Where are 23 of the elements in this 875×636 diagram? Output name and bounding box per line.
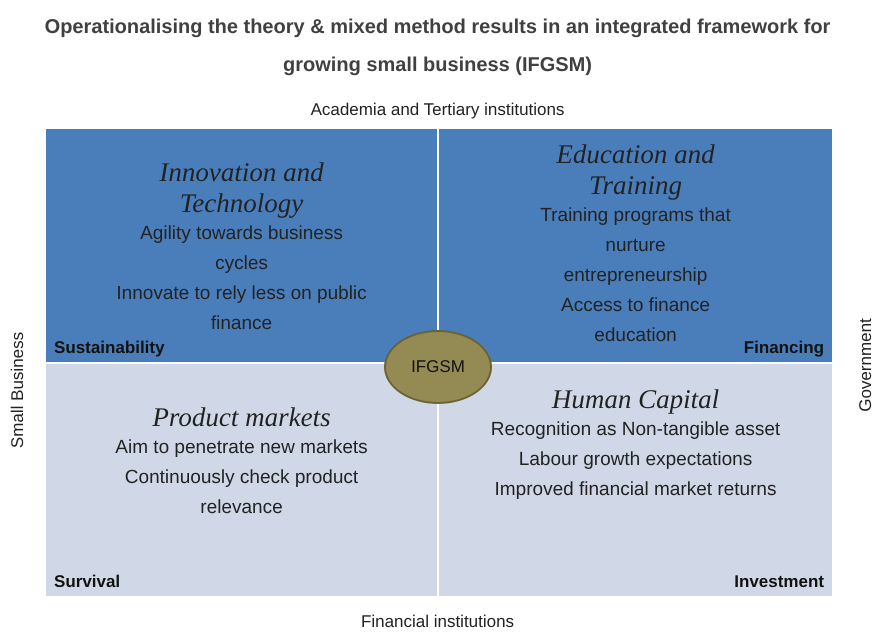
corner-label: Investment [734,572,824,592]
side-label: Small Business [8,332,27,448]
quadrant-text: Training programs that nurture entrepreneurship [539,204,732,288]
quadrant-text: Labour growth expectations [518,448,754,472]
quadrant-heading: Innovation and Technology [158,157,325,219]
quadrant-text: Access to finance education [560,294,711,348]
ellipse-label: IFGSM [411,357,465,377]
diagram-title: Operationalising the theory & mixed method results in an integrated framework for growing small business (IFGSM) [44,15,832,78]
corner-label: Financing [744,338,824,358]
side-label: Financial institutions [360,612,514,631]
quadrant-text: Agility towards business cycles [139,222,344,276]
quadrant-text: Innovate to rely less on public finance [115,282,368,336]
side-label: Academia and Tertiary institutions [310,100,564,119]
side-label: Government [856,318,875,412]
quadrant-heading: Product markets [151,402,332,433]
corner-label: Survival [54,572,120,592]
quadrant-text: Recognition as Non-tangible asset [490,418,782,442]
quadrant-heading: Education and Training [555,139,716,201]
quadrant-text: Aim to penetrate new markets [114,436,369,460]
quadrant-text: Continuously check product relevance [124,466,360,520]
corner-label: Sustainability [54,338,165,358]
quadrant-text: Improved financial market returns [494,478,778,502]
quadrant-heading: Human Capital [550,384,720,415]
